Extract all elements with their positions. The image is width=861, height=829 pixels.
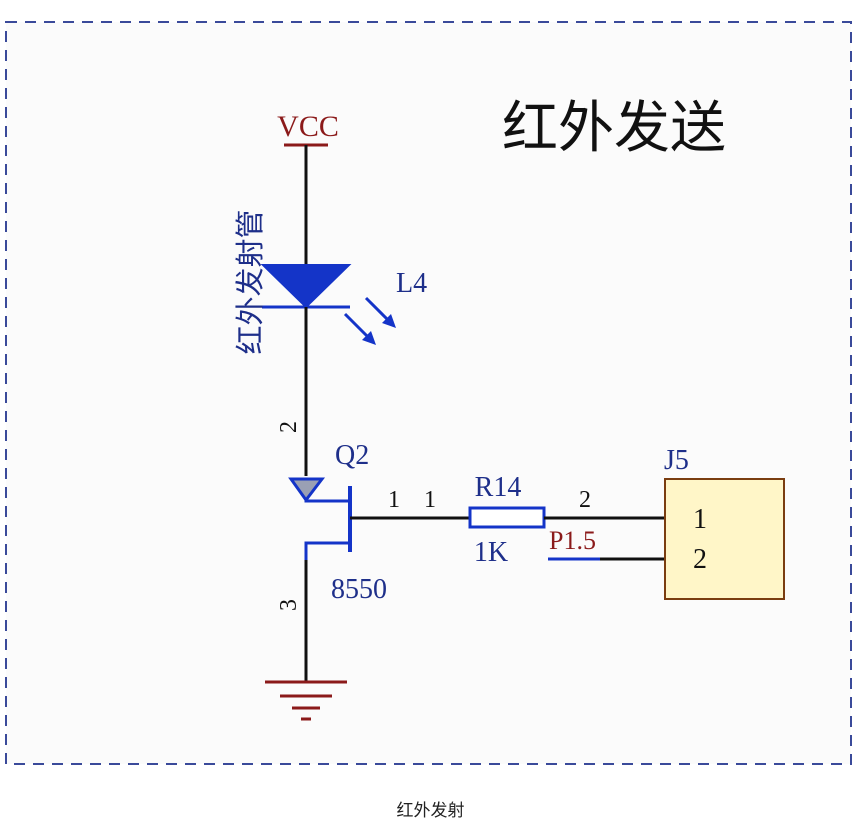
connector-pin2-label: 2 bbox=[693, 544, 707, 575]
sheet-frame bbox=[5, 21, 852, 765]
connector-body bbox=[664, 478, 785, 600]
transistor-collector-path bbox=[304, 541, 350, 562]
net-label: P1.5 bbox=[549, 526, 596, 555]
transistor-part-label: 8550 bbox=[331, 574, 387, 605]
resistor-value-label: 1K bbox=[474, 537, 508, 568]
transistor-emitter-path bbox=[304, 498, 350, 503]
vcc-label: VCC bbox=[277, 110, 339, 143]
transistor-ref-label: Q2 bbox=[335, 440, 369, 471]
led-emission-arrows-icon bbox=[343, 296, 396, 345]
connector-pin1-label: 1 bbox=[693, 504, 707, 535]
ground-icon bbox=[265, 680, 347, 721]
resistor-pin-label: 2 bbox=[579, 487, 591, 513]
pin-base-left-label: 1 bbox=[388, 487, 400, 513]
pin-emitter-label: 2 bbox=[276, 421, 302, 433]
transistor-emitter-arrow bbox=[288, 477, 326, 503]
pin-collector-label: 3 bbox=[276, 599, 302, 611]
figure-caption: 红外发射 bbox=[396, 801, 465, 821]
diagram-title: 红外发送 bbox=[502, 96, 726, 161]
sheet-background bbox=[6, 22, 851, 764]
emitter-vertical-label: 红外发射管 bbox=[233, 209, 267, 354]
connector-ref-label: J5 bbox=[664, 445, 689, 476]
pin-base-right-label: 1 bbox=[424, 487, 436, 513]
led-diode-triangle bbox=[260, 264, 352, 309]
resistor-body bbox=[468, 506, 546, 529]
led-ref-label: L4 bbox=[396, 268, 427, 299]
resistor-ref-label: R14 bbox=[475, 472, 522, 503]
